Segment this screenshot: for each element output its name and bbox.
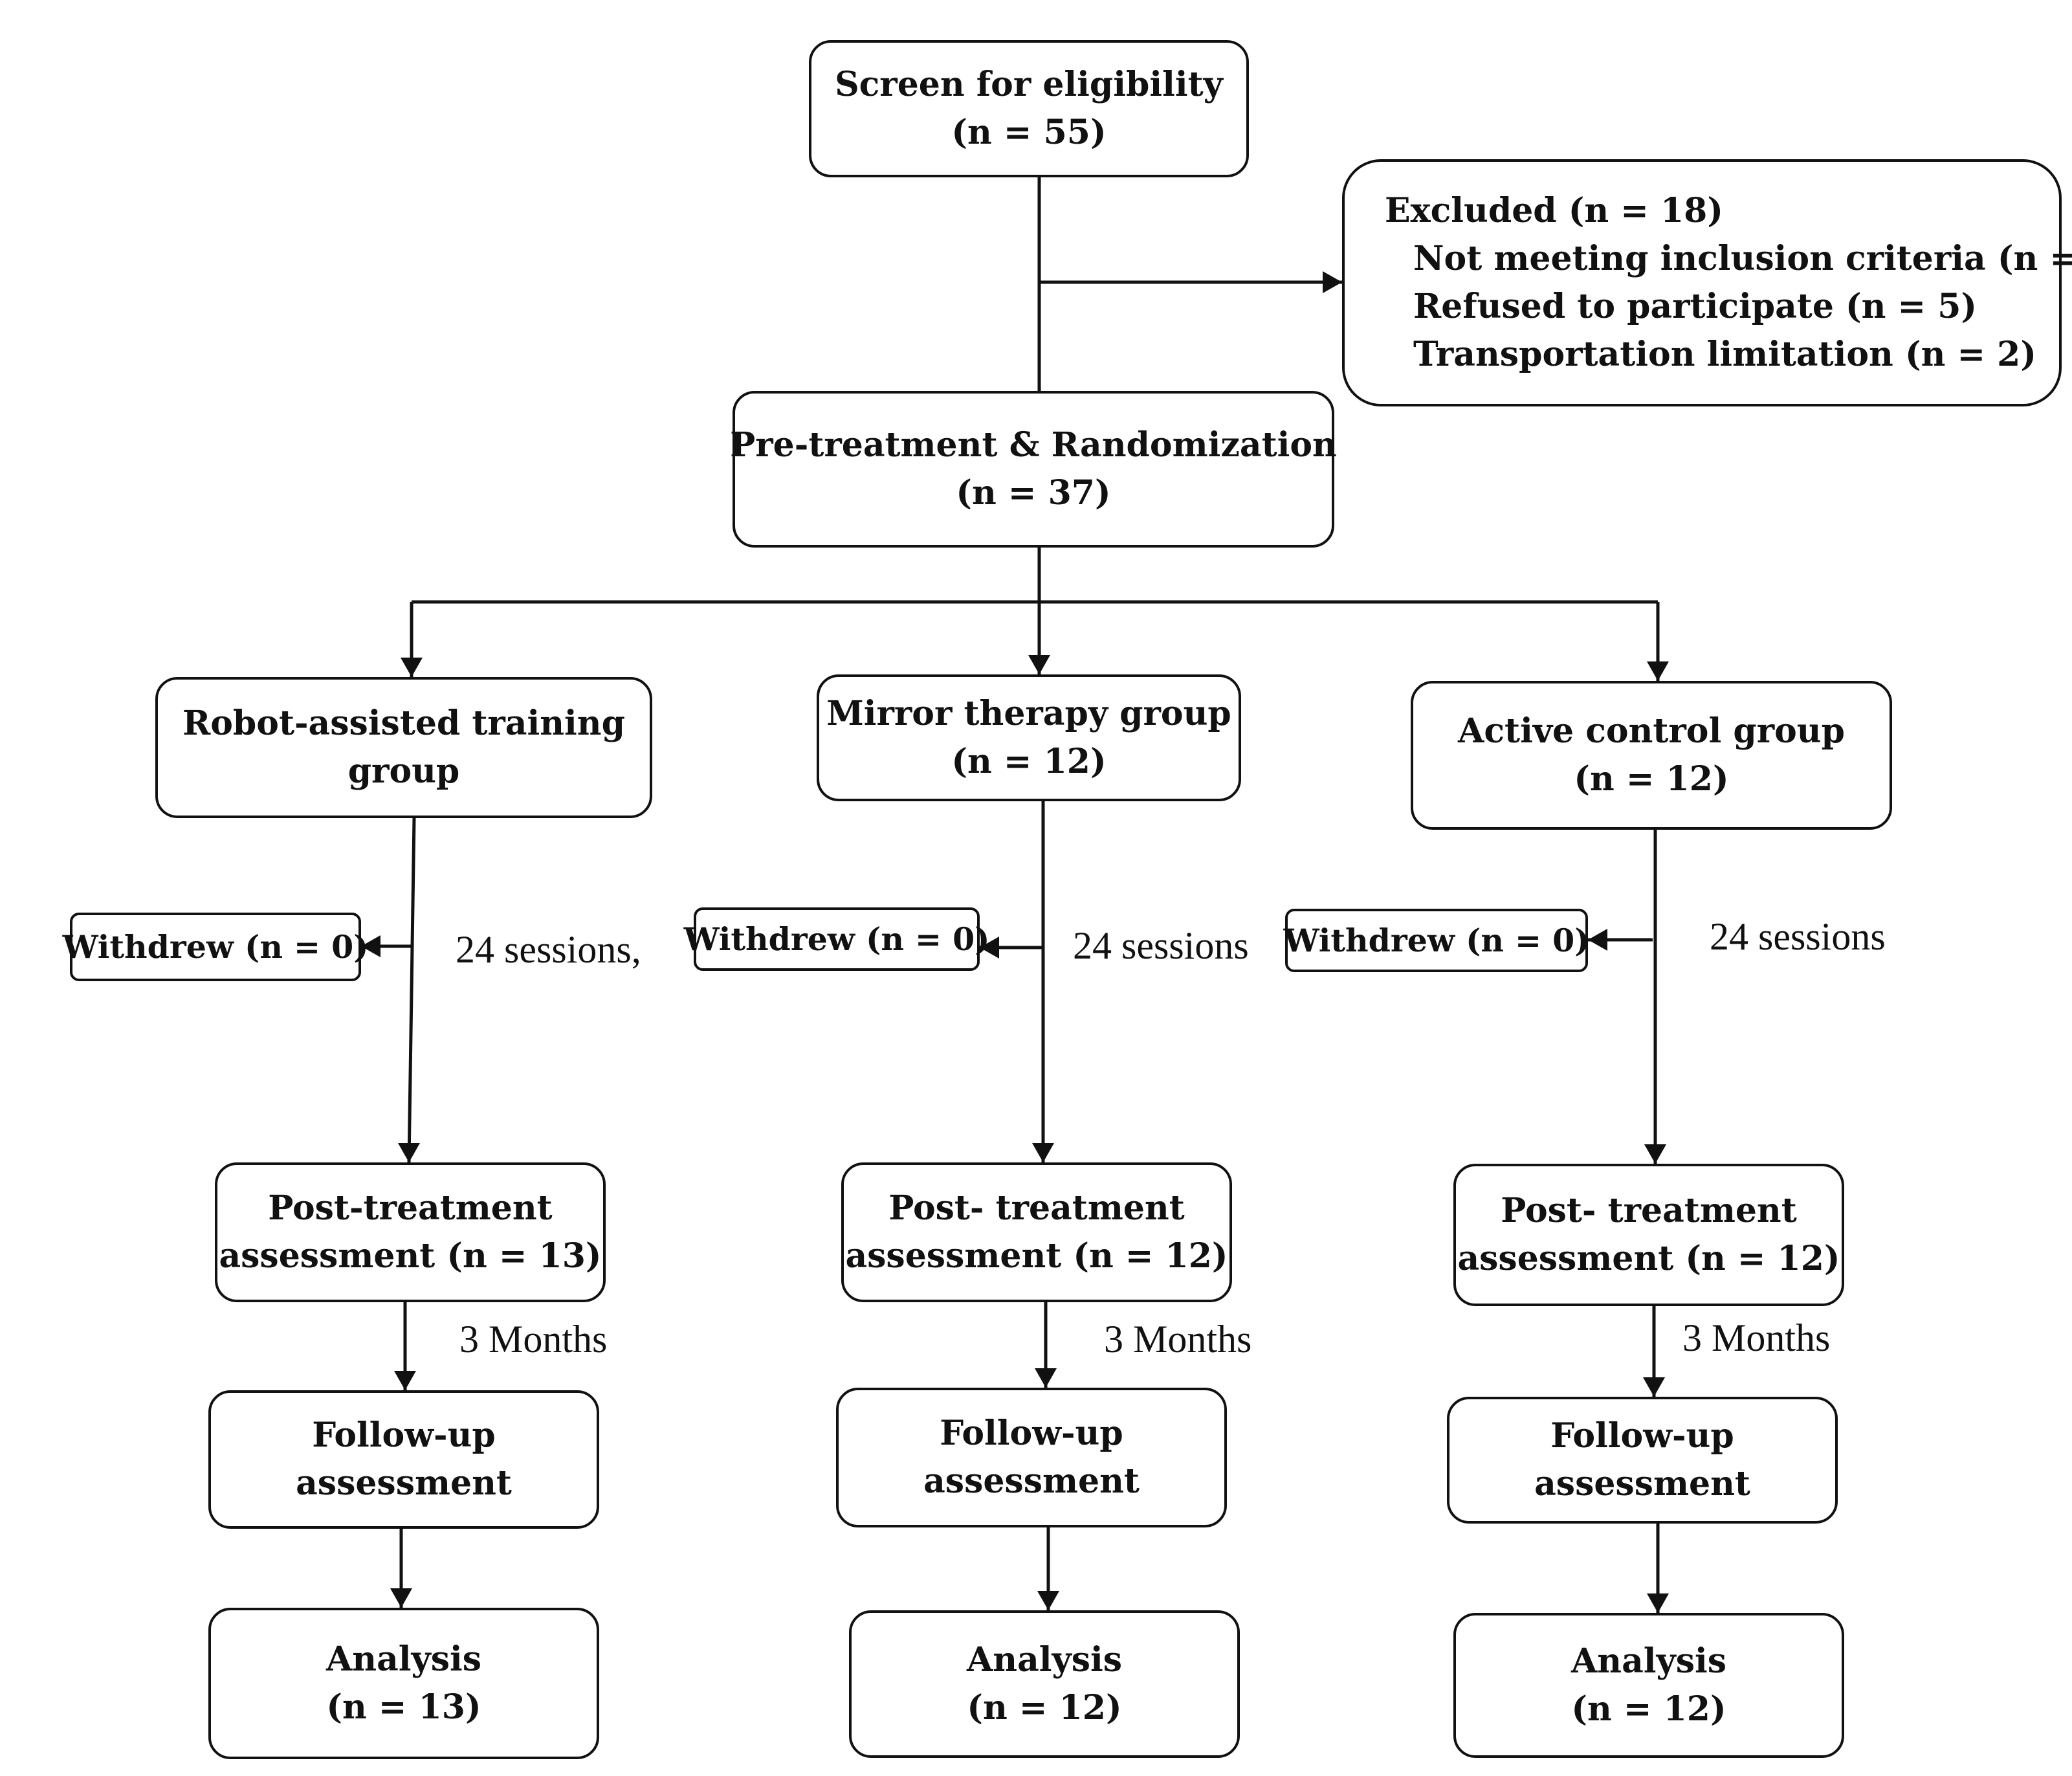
sessions-label: 24 sessions, <box>456 928 641 971</box>
randomization-box: Pre-treatment & Randomization (n = 37) <box>730 391 1337 548</box>
arrowhead <box>1588 929 1607 951</box>
group-count: (n = 12) <box>951 742 1107 781</box>
analysis-title: Analysis <box>325 1639 482 1679</box>
post-treatment-label: Post-treatment <box>268 1188 553 1228</box>
withdrew-label: Withdrew (n = 0) <box>62 928 369 966</box>
mirror-group-box: Mirror therapy group (n = 12) <box>817 674 1241 801</box>
excluded-reason: Not meeting inclusion criteria (n = 11) <box>1413 239 2072 278</box>
post-treatment-box: Post- treatment assessment (n = 12) <box>841 1162 1232 1302</box>
arrowhead <box>398 1143 420 1162</box>
excluded-box: Excluded (n = 18) Not meeting inclusion … <box>1342 159 2072 406</box>
follow-up-label: Follow-up <box>312 1415 496 1455</box>
follow-up-box: Follow-up assessment <box>836 1388 1227 1527</box>
withdrew-box: Withdrew (n = 0) <box>684 907 989 971</box>
group-name: Mirror therapy group <box>826 694 1231 733</box>
follow-up-label: assessment <box>296 1463 512 1503</box>
withdrew-box: Withdrew (n = 0) <box>63 913 368 981</box>
analysis-title: Analysis <box>1571 1641 1727 1681</box>
arrowhead <box>1643 1377 1665 1397</box>
post-treatment-box: Post-treatment assessment (n = 13) <box>215 1162 606 1302</box>
arrowhead <box>1035 1368 1057 1388</box>
group-name: Active control group <box>1458 711 1845 751</box>
post-treatment-label: assessment (n = 12) <box>1457 1239 1840 1278</box>
analysis-count: (n = 13) <box>326 1687 481 1727</box>
follow-up-label: Follow-up <box>1550 1416 1734 1456</box>
interval-label: 3 Months <box>1682 1316 1831 1359</box>
analysis-count: (n = 12) <box>1571 1689 1726 1729</box>
follow-up-box: Follow-up assessment <box>1447 1397 1838 1524</box>
excluded-title: Excluded (n = 18) <box>1385 191 1723 230</box>
excluded-reason: Transportation limitation (n = 2) <box>1413 335 2036 374</box>
post-treatment-label: Post- treatment <box>888 1188 1185 1228</box>
excluded-reason: Refused to participate (n = 5) <box>1413 287 1977 326</box>
follow-up-box: Follow-up assessment <box>208 1390 599 1529</box>
follow-up-label: assessment <box>923 1461 1140 1501</box>
follow-up-label: assessment <box>1534 1464 1750 1504</box>
arrowhead <box>390 1588 412 1608</box>
post-treatment-label: Post- treatment <box>1501 1191 1797 1230</box>
active-control-group-box: Active control group (n = 12) <box>1411 681 1892 830</box>
arrowhead <box>361 935 380 957</box>
arrowhead <box>1644 1144 1666 1164</box>
screen-title: Screen for eligibility <box>835 65 1223 104</box>
follow-up-label: Follow-up <box>940 1414 1123 1453</box>
group-name: Robot-assisted training <box>182 704 625 743</box>
arrowhead <box>1028 655 1050 674</box>
arrowhead <box>401 658 423 677</box>
group-name: group <box>347 751 460 791</box>
withdrew-label: Withdrew (n = 0) <box>683 920 990 958</box>
randomization-count: (n = 37) <box>956 473 1111 513</box>
interval-label: 3 Months <box>459 1318 608 1360</box>
interval-label: 3 Months <box>1104 1318 1252 1360</box>
arrowhead <box>980 937 999 959</box>
withdrew-label: Withdrew (n = 0) <box>1283 922 1590 959</box>
arrowhead <box>1037 1591 1059 1610</box>
analysis-box: Analysis (n = 12) <box>849 1610 1240 1758</box>
sessions-label: 24 sessions <box>1073 924 1249 967</box>
withdrew-box: Withdrew (n = 0) <box>1283 909 1590 972</box>
analysis-title: Analysis <box>966 1640 1123 1680</box>
arrowhead <box>1032 1143 1054 1162</box>
group-count: (n = 12) <box>1574 759 1729 799</box>
arrowhead <box>1647 1593 1669 1613</box>
robot-group-box: Robot-assisted training group <box>155 677 652 818</box>
arrowhead <box>394 1371 416 1390</box>
arrowhead <box>1323 271 1342 293</box>
post-treatment-box: Post- treatment assessment (n = 12) <box>1453 1164 1844 1306</box>
connector-arrow <box>407 817 416 1163</box>
randomization-title: Pre-treatment & Randomization <box>730 425 1337 465</box>
sessions-label: 24 sessions <box>1710 915 1886 958</box>
post-treatment-label: assessment (n = 13) <box>219 1236 602 1276</box>
analysis-box: Analysis (n = 12) <box>1453 1613 1844 1758</box>
analysis-box: Analysis (n = 13) <box>208 1608 599 1759</box>
screen-eligibility-box: Screen for eligibility (n = 55) <box>809 40 1249 177</box>
arrowhead <box>1647 661 1669 681</box>
analysis-count: (n = 12) <box>967 1688 1122 1727</box>
post-treatment-label: assessment (n = 12) <box>845 1236 1228 1276</box>
screen-count: (n = 55) <box>951 113 1107 152</box>
